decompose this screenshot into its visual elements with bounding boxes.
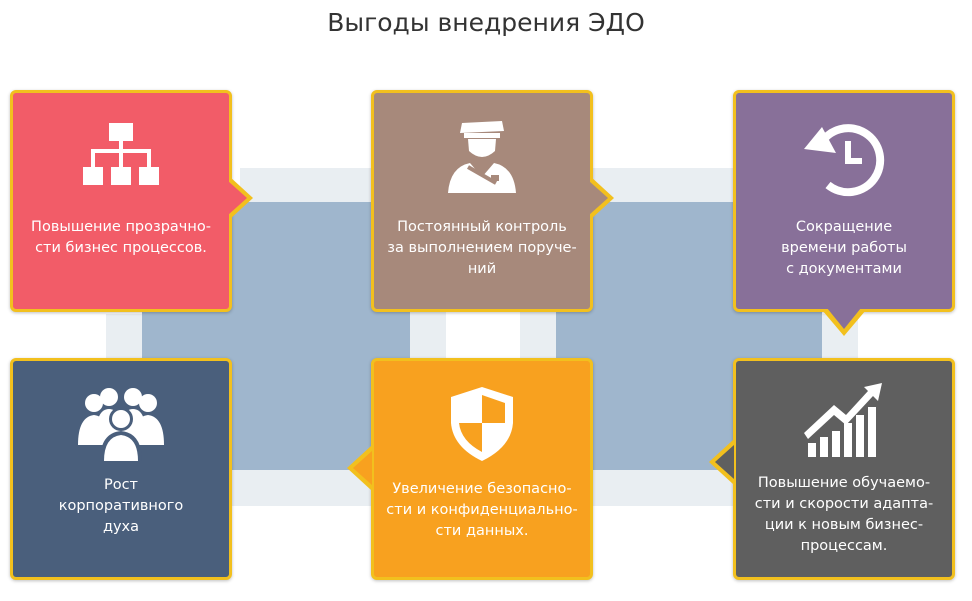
growth-chart-icon bbox=[736, 381, 952, 463]
frame-light-center-a bbox=[410, 312, 446, 360]
officer-icon bbox=[374, 117, 590, 197]
history-clock-icon bbox=[736, 115, 952, 203]
org-chart-icon bbox=[13, 119, 229, 195]
card-transparency: Повышение прозрачно- сти бизнес процессо… bbox=[10, 90, 232, 312]
card-control-label: Постоянный контроль за выполнением поруч… bbox=[387, 219, 577, 277]
frame-light-center-b bbox=[520, 312, 556, 360]
card-learning: Повышение обучаемо- сти и скорости адапт… bbox=[733, 358, 955, 580]
card-security: Увеличение безопасно- сти и конфиденциал… bbox=[371, 358, 593, 580]
card-transparency-label: Повышение прозрачно- сти бизнес процессо… bbox=[31, 219, 211, 256]
card-learning-label: Повышение обучаемо- сти и скорости адапт… bbox=[754, 475, 934, 554]
card-security-label: Увеличение безопасно- сти и конфиденциал… bbox=[386, 481, 578, 539]
team-icon bbox=[13, 385, 229, 465]
card-spirit: Рост корпоративного духа bbox=[10, 358, 232, 580]
frame-light-left bbox=[106, 314, 142, 358]
shield-icon bbox=[374, 385, 590, 467]
card-time-label: Сокращение времени работы с документами bbox=[781, 219, 907, 277]
page-title: Выгоды внедрения ЭДО bbox=[327, 8, 645, 37]
card-control: Постоянный контроль за выполнением поруч… bbox=[371, 90, 593, 312]
card-spirit-label: Рост корпоративного духа bbox=[58, 477, 184, 535]
card-time: Сокращение времени работы с документами bbox=[733, 90, 955, 312]
